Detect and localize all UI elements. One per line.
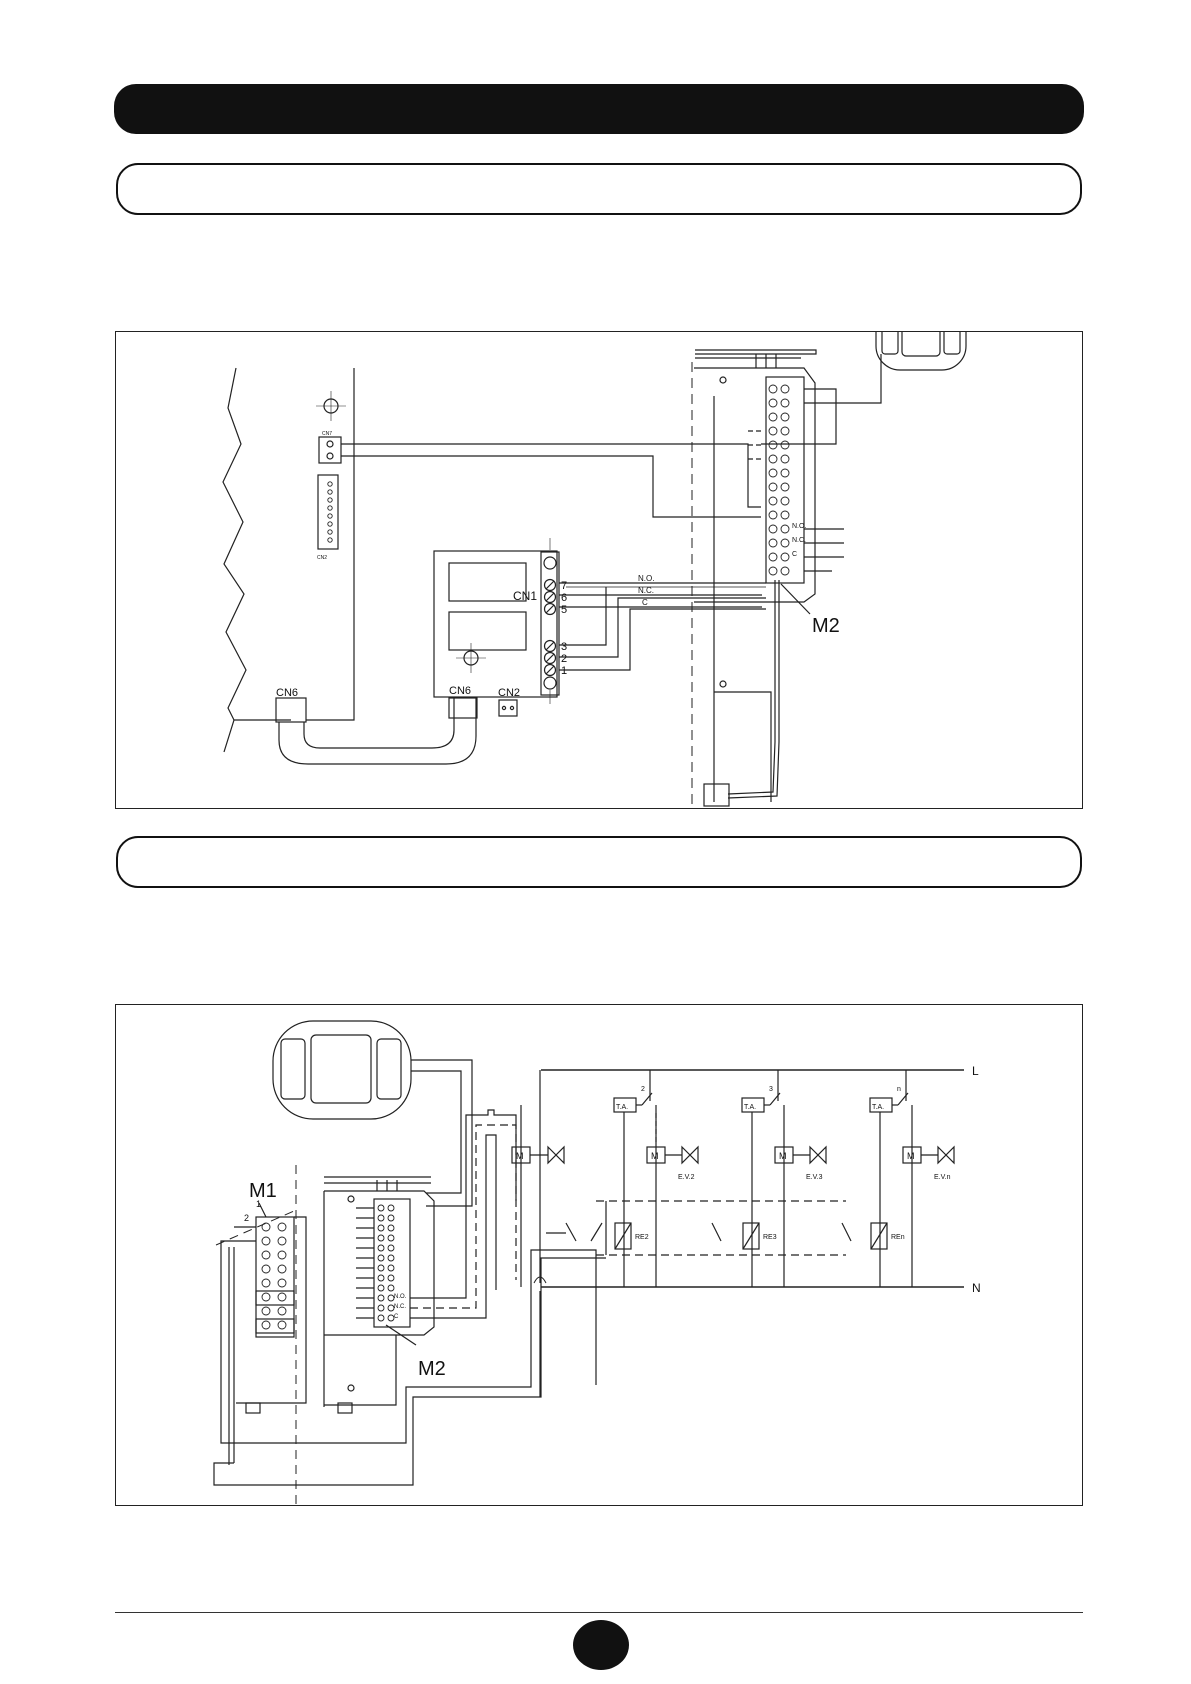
re3-label: RE3 (763, 1234, 777, 1241)
figure-1-wiring-diagram: CN7 CN2 CN6 CN1 CN6 CN2 7 6 5 3 2 1 N.O.… (115, 331, 1083, 810)
ren-label: REn (891, 1234, 905, 1241)
cn1-label: CN1 (513, 589, 537, 603)
zone3-label: 3 (769, 1086, 773, 1093)
cn7-label: CN7 (322, 431, 332, 437)
unit-c-label: C (792, 551, 797, 558)
unit-c-label: C (394, 1314, 399, 1320)
unit-no-label: N.O. (394, 1294, 407, 1300)
m1-label: M1 (249, 1180, 277, 1202)
board-cn2-connector (317, 474, 339, 550)
ta-zone2-label: T.A. (616, 1104, 628, 1111)
page-title-bar (114, 84, 1084, 134)
footer-rule (115, 1612, 1083, 1613)
relay-board (433, 550, 558, 698)
terminal-1-label: 1 (561, 665, 567, 677)
relay-cn6-connector (448, 697, 478, 719)
unit-nc-label: N.C. (394, 1304, 406, 1310)
wire-c-label: C (642, 598, 648, 607)
m1-terminal-block (255, 1216, 295, 1338)
board-cn2-label: CN2 (317, 555, 327, 561)
m1-terminal-2-label: 2 (244, 1213, 249, 1223)
relay-cn2-label: CN2 (498, 687, 520, 699)
line-l-label: L (972, 1064, 979, 1078)
cn7-connector (318, 436, 342, 464)
figure-2-wiring-diagram: 1 2 M1 M2 N.O. N.C. C L N T.A. T.A. T.A.… (115, 1004, 1083, 1507)
wire-no-label: N.O. (638, 574, 654, 583)
re2-label: RE2 (635, 1234, 649, 1241)
relay-cn2-connector (498, 699, 518, 717)
motor-main-label: M (516, 1151, 524, 1161)
terminal-7-label: 7 (561, 580, 567, 592)
line-n-label: N (972, 1281, 981, 1295)
thermostat-body (272, 1020, 412, 1120)
figure-2-svg: 1 2 M1 M2 N.O. N.C. C L N T.A. T.A. T.A.… (213, 1020, 981, 1507)
motor-zone2-label: M (651, 1151, 659, 1161)
relay-cn6-label: CN6 (449, 685, 471, 697)
terminal-2-label: 2 (561, 653, 567, 665)
thermostat-body (875, 332, 967, 371)
page-number-badge (573, 1620, 629, 1670)
board-cn6-connector (275, 697, 307, 723)
board-torn-edge (222, 367, 247, 721)
evn-label: E.V.n (934, 1174, 951, 1181)
control-unit-base (694, 367, 816, 603)
zonen-label: n (897, 1086, 901, 1093)
terminal-3-label: 3 (561, 641, 567, 653)
terminal-5-label: 5 (561, 604, 567, 616)
ev2-label: E.V.2 (678, 1174, 695, 1181)
ev3-label: E.V.3 (806, 1174, 823, 1181)
section-header-box-1 (116, 163, 1082, 215)
motor-zonen-label: M (907, 1151, 915, 1161)
ta-zone3-label: T.A. (744, 1104, 756, 1111)
ta-zonen-label: T.A. (872, 1104, 884, 1111)
unit-no-label: N.O. (792, 523, 806, 530)
section-header-box-2 (116, 836, 1082, 888)
zone2-label: 2 (641, 1086, 645, 1093)
m1-terminal-1-label: 1 (256, 1199, 261, 1209)
m2-label: M2 (418, 1358, 446, 1380)
motor-zone3-label: M (779, 1151, 787, 1161)
board-cn6-label: CN6 (276, 687, 298, 699)
terminal-6-label: 6 (561, 592, 567, 604)
m2-label: M2 (812, 615, 840, 637)
wire-nc-label: N.C. (638, 586, 654, 595)
figure-1-svg: CN7 CN2 CN6 CN1 CN6 CN2 7 6 5 3 2 1 N.O.… (222, 332, 967, 810)
unit-nc-label: N.C. (792, 537, 806, 544)
